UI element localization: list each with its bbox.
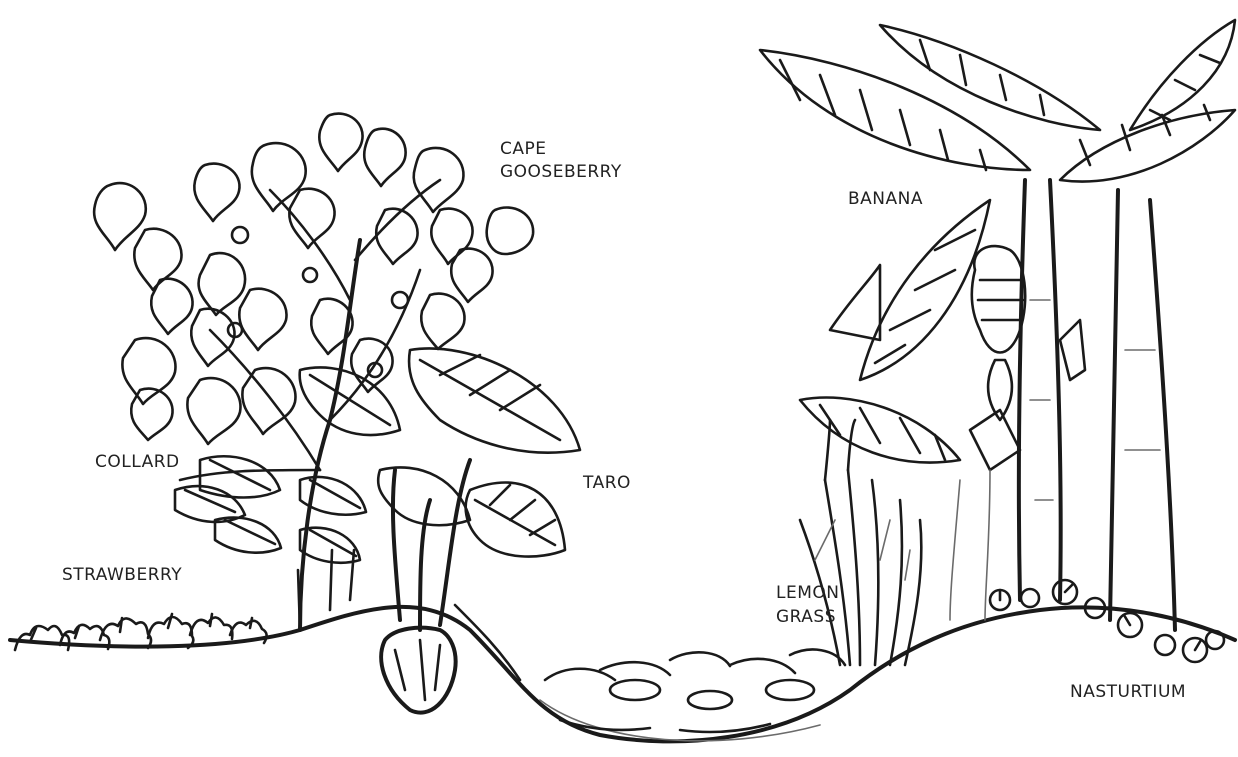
taro-plant (300, 348, 580, 712)
label-cape-gooseberry-line2: GOOSEBERRY (500, 162, 622, 182)
label-lemon-grass-line2: GRASS (776, 607, 836, 627)
banana-plant (760, 20, 1235, 630)
cape-gooseberry-bush (94, 114, 533, 630)
collard-plant (175, 456, 366, 630)
ground-line-shadow (540, 700, 820, 741)
lemon-grass-plant (800, 420, 921, 665)
label-strawberry: STRAWBERRY (62, 565, 182, 585)
label-nasturtium: NASTURTIUM (1070, 682, 1186, 702)
label-taro: TARO (582, 473, 631, 493)
label-cape-gooseberry-line1: CAPE (500, 139, 547, 159)
label-collard: COLLARD (95, 452, 180, 472)
label-banana: BANANA (848, 189, 923, 209)
ground-cover-middle (545, 650, 845, 732)
label-lemon-grass-line1: LEMON (776, 583, 839, 603)
